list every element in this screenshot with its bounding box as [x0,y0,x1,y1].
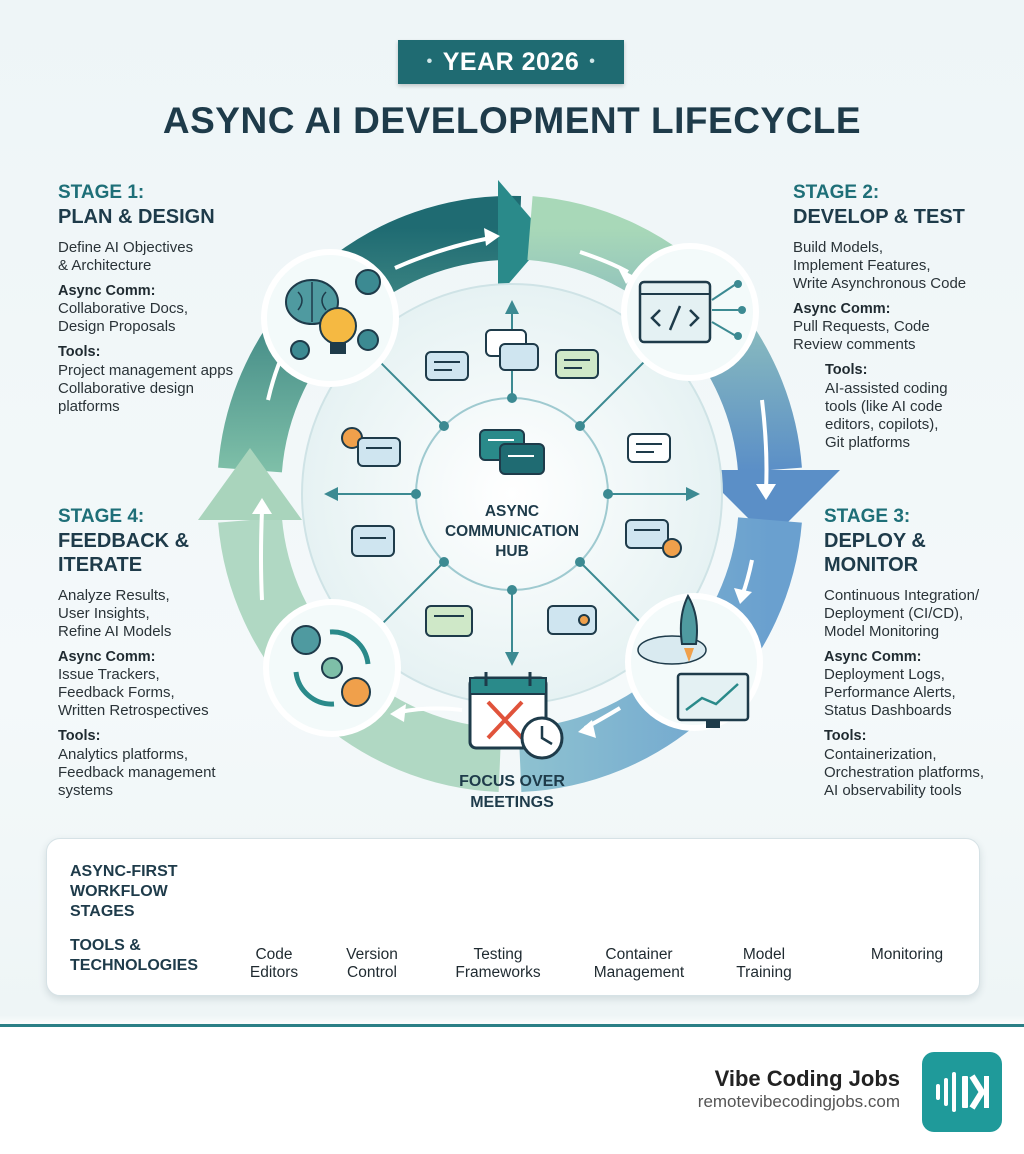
chat-bubble-icon [341,427,401,467]
tools-text: Project management apps Collaborative de… [58,361,234,415]
async-comm-text: Collaborative Docs, Design Proposals [58,300,189,336]
stage-4: STAGE 4: FEEDBACK & ITERATE Analyze Resu… [58,506,248,808]
tools-text: AI-assisted coding tools (like AI code e… [825,379,948,451]
brand-url: remotevibecodingjobs.com [697,1092,900,1111]
workflow-stages-label: ASYNC-FIRST WORKFLOW STAGES [70,863,178,920]
stage-description: Continuous Integration/ Deployment (CI/C… [824,586,980,640]
tool-label-version-control: Version Control [346,946,398,981]
hub-chat-icon [479,429,545,475]
chat-bubble-icon [627,433,671,463]
stage-label: STAGE 2: [793,182,880,203]
calendar-clock-icon [468,672,564,760]
stage-label: STAGE 3: [824,506,911,527]
stage-name: DEPLOY & MONITOR [824,529,926,576]
chat-bubble-icon [547,605,597,635]
stage-name: FEEDBACK & ITERATE [58,529,190,576]
year-banner-text: YEAR 2026 [442,47,580,76]
stage-3: STAGE 3: DEPLOY & MONITOR Continuous Int… [824,506,1014,808]
rocket-monitor-icon [637,593,750,728]
async-comm-text: Pull Requests, Code Review comments [793,318,930,354]
feedback-cycle-icon [291,625,371,707]
focus-label: FOCUS OVER MEETINGS [459,773,565,811]
async-comm-heading: Async Comm: [793,300,891,317]
code-window-icon [638,280,746,344]
stage4-circle [263,599,401,737]
hub-label: ASYNC COMMUNICATION HUB [444,503,580,561]
async-comm-heading: Async Comm: [58,648,156,665]
soundwave-logo-icon [936,1072,989,1112]
chat-bubble-icon [555,349,599,379]
footer-divider [0,1024,1024,1027]
stage-1: STAGE 1: PLAN & DESIGN Define AI Objecti… [58,182,248,424]
year-banner: YEAR 2026 [398,40,624,84]
async-comm-text: Deployment Logs, Performance Alerts, Sta… [824,666,956,720]
tool-label-container-management: Container Management [593,946,685,981]
stage-name: DEVELOP & TEST [793,205,965,228]
chat-bubble-icon [351,525,395,557]
tool-label-monitoring: Monitoring [870,946,944,963]
brand-logo-icon [922,1052,1002,1132]
tools-technologies-label: TOOLS & TECHNOLOGIES [70,937,199,974]
tools-text: Containerization, Orchestration platform… [824,745,985,799]
stage-description: Analyze Results, User Insights, Refine A… [58,586,172,640]
chat-bubbles [341,329,682,637]
tools-heading: Tools: [825,362,868,379]
chat-bubble-icon [625,519,682,558]
stage-description: Build Models, Implement Features, Write … [793,238,967,292]
async-comm-heading: Async Comm: [58,282,156,299]
stage-label: STAGE 1: [58,182,145,203]
tools-panel [46,838,980,996]
stage-label: STAGE 4: [58,506,145,527]
brain-idea-icon [285,269,381,360]
async-comm-text: Issue Trackers, Feedback Forms, Written … [58,666,209,720]
stage-name: PLAN & DESIGN [58,205,215,228]
tools-heading: Tools: [824,728,867,745]
stage-2: STAGE 2: DEVELOP & TEST Build Models, Im… [793,182,1013,460]
chat-bubble-icon [485,329,539,371]
tool-label-testing-frameworks: Testing Frameworks [455,946,541,981]
stage1-circle [261,249,399,387]
chat-bubble-icon [425,351,469,381]
async-comm-heading: Async Comm: [824,648,922,665]
tools-heading: Tools: [58,728,101,745]
tools-heading: Tools: [58,344,101,361]
chat-bubble-icon [425,605,473,637]
tool-label-model-training: Model Training [736,946,792,981]
page-title: ASYNC AI DEVELOPMENT LIFECYCLE [162,100,862,141]
tool-label-code-editors: Code Editors [249,946,299,981]
stage3-circle [625,593,763,731]
tools-text: Analytics platforms, Feedback management… [58,745,216,799]
stage2-circle [621,243,759,381]
stage-description: Define AI Objectives & Architecture [58,238,194,274]
brand-name: Vibe Coding Jobs [714,1066,900,1091]
